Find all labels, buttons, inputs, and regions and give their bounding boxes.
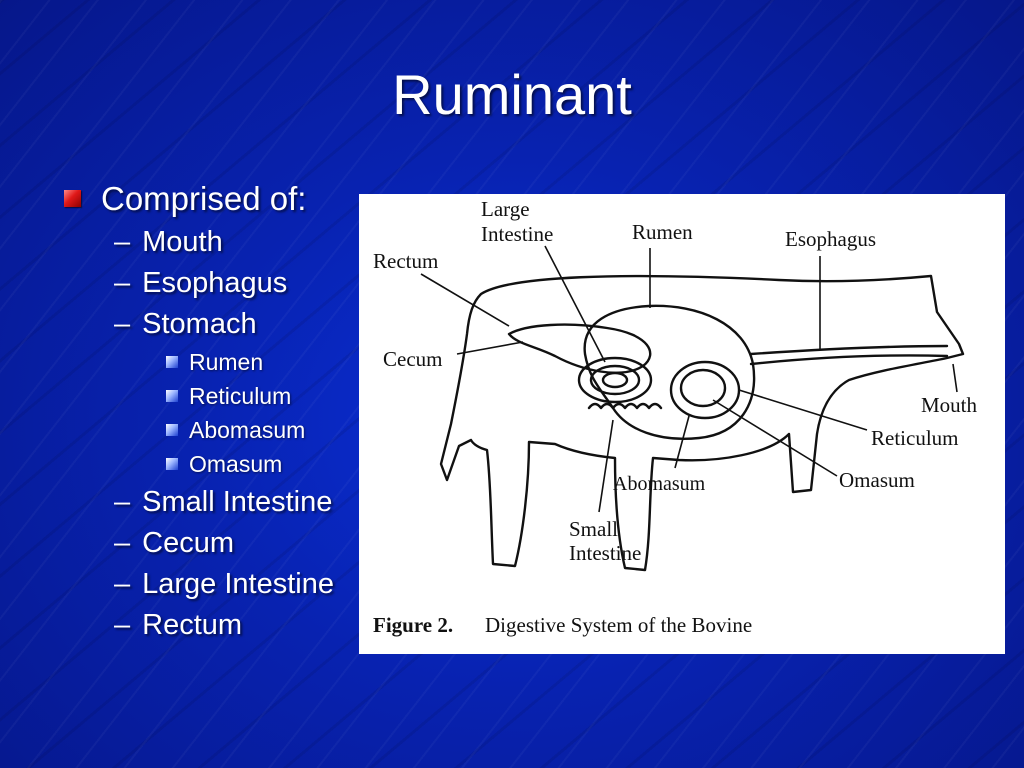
list-item-label: Esophagus — [142, 267, 288, 299]
sub-item-label: Reticulum — [189, 383, 292, 409]
figure-caption-bold: Figure 2. — [373, 613, 453, 637]
sub-item-rumen: Rumen — [166, 349, 263, 376]
dash: – — [114, 308, 131, 340]
blue-square-bullet-icon — [166, 458, 178, 470]
blue-square-bullet-icon — [166, 356, 178, 368]
list-item-label: Cecum — [142, 527, 234, 559]
esophagus-tube — [749, 344, 949, 356]
label-rumen: Rumen — [632, 220, 693, 244]
list-item-label: Rectum — [142, 609, 243, 641]
list-item-label: Stomach — [142, 308, 257, 340]
label-cecum: Cecum — [383, 347, 442, 371]
sub-item-label: Omasum — [189, 451, 283, 477]
leader-large-intestine — [544, 245, 606, 363]
leader-rectum — [420, 273, 510, 327]
list-item-rectum: –Rectum — [114, 609, 242, 642]
dash: – — [114, 568, 131, 600]
label-esophagus: Esophagus — [785, 227, 876, 251]
reticulum-organ — [679, 368, 727, 408]
leader-cecum — [456, 341, 524, 355]
bullet-comprised-of: Comprised of: — [64, 180, 306, 218]
dash: – — [114, 226, 131, 258]
sub-item-label: Abomasum — [189, 417, 306, 443]
small-intestine-coils — [587, 402, 663, 410]
list-item-mouth: –Mouth — [114, 226, 223, 259]
leader-omasum — [712, 399, 838, 477]
list-item-label: Small Intestine — [142, 486, 333, 518]
leader-mouth — [952, 363, 958, 393]
intestine-coil-inner — [601, 371, 629, 389]
list-item-stomach: –Stomach — [114, 308, 257, 341]
label-omasum: Omasum — [839, 468, 915, 492]
bovine-digestive-figure: Large Intestine Rumen Esophagus Rectum C… — [359, 194, 1005, 654]
dash: – — [114, 609, 131, 641]
label-intestine: Intestine — [481, 222, 553, 246]
large-intestine-loop — [507, 323, 652, 374]
slide-title: Ruminant — [392, 63, 632, 126]
list-item-cecum: –Cecum — [114, 527, 234, 560]
sub-item-omasum: Omasum — [166, 451, 282, 478]
dash: – — [114, 527, 131, 559]
blue-square-bullet-icon — [166, 390, 178, 402]
label-reticulum: Reticulum — [871, 426, 959, 450]
cow-body-outline — [439, 274, 965, 572]
label-large: Large — [481, 197, 530, 221]
dash: – — [114, 267, 131, 299]
bovine-diagram-svg: Large Intestine Rumen Esophagus Rectum C… — [373, 197, 978, 637]
label-rectum: Rectum — [373, 249, 438, 273]
label-mouth: Mouth — [921, 393, 978, 417]
blue-square-bullet-icon — [166, 424, 178, 436]
leader-abomasum — [674, 415, 690, 469]
sub-item-label: Rumen — [189, 349, 264, 375]
sub-item-reticulum: Reticulum — [166, 383, 291, 410]
list-item-large-intestine: –Large Intestine — [114, 568, 334, 601]
label-small-intestine: Intestine — [569, 541, 641, 565]
list-item-esophagus: –Esophagus — [114, 267, 287, 300]
intestine-coil-outer — [577, 356, 653, 404]
label-small: Small — [569, 517, 618, 541]
dash: – — [114, 486, 131, 518]
leader-reticulum — [738, 389, 868, 431]
list-item-small-intestine: –Small Intestine — [114, 486, 332, 519]
sub-item-abomasum: Abomasum — [166, 417, 305, 444]
list-item-label: Mouth — [142, 226, 223, 258]
list-item-label: Large Intestine — [142, 568, 334, 600]
esophagus-tube-lower — [749, 354, 949, 366]
red-square-bullet-icon — [64, 190, 81, 207]
label-abomasum: Abomasum — [613, 473, 706, 495]
figure-caption-text: Digestive System of the Bovine — [485, 613, 752, 637]
leader-small-intestine — [598, 419, 614, 513]
intestine-coil-mid — [589, 364, 641, 396]
bullet-text: Comprised of: — [101, 180, 307, 217]
